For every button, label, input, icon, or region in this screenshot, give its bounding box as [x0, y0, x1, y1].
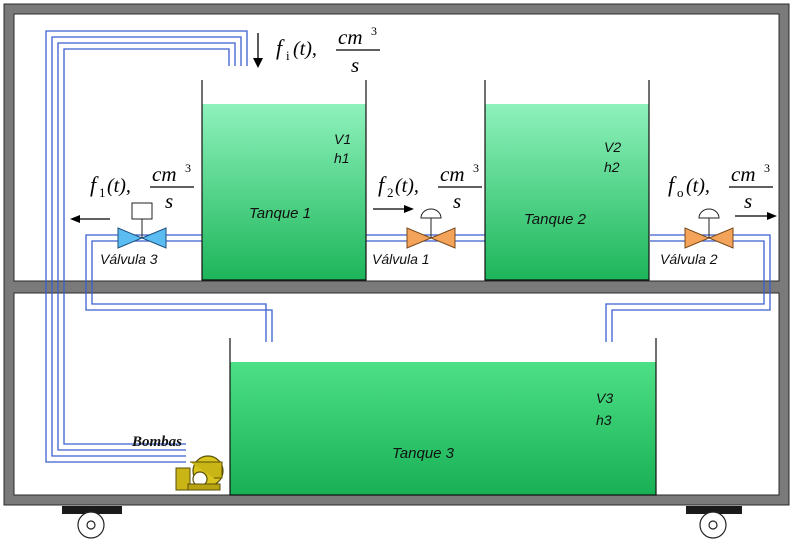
flow-label-fo: f o (t), cm 3 s	[668, 161, 773, 213]
valve-3-label: Válvula 3	[100, 251, 158, 267]
svg-text:f: f	[378, 172, 387, 197]
tank-1-height: h1	[334, 150, 350, 166]
flow-label-f1: f 1 (t), cm 3 s	[90, 161, 194, 213]
svg-text:s: s	[744, 189, 752, 213]
tank-3-label: Tanque 3	[392, 445, 455, 462]
valve-1-label: Válvula 1	[372, 251, 430, 267]
svg-text:3: 3	[473, 161, 479, 175]
tank-3: V3 h3 Tanque 3	[229, 338, 657, 496]
svg-text:3: 3	[764, 161, 770, 175]
valve-3[interactable]	[117, 202, 167, 249]
svg-text:(t),: (t),	[395, 175, 419, 197]
svg-text:(t),: (t),	[686, 175, 710, 197]
wheel-left	[62, 506, 122, 539]
svg-text:s: s	[453, 189, 461, 213]
svg-text:o: o	[677, 185, 684, 200]
valve-2[interactable]	[684, 208, 734, 249]
valve-2-label: Válvula 2	[660, 251, 718, 267]
tank-2: V2 h2 Tanque 2	[484, 80, 650, 281]
tank-1-label: Tanque 1	[249, 205, 311, 222]
svg-text:(t),: (t),	[293, 38, 317, 60]
valve-1[interactable]	[406, 208, 456, 249]
svg-text:2: 2	[387, 185, 394, 200]
flow-label-f2: f 2 (t), cm 3 s	[378, 161, 482, 213]
tank-2-label: Tanque 2	[524, 211, 587, 228]
svg-text:cm: cm	[338, 25, 363, 49]
svg-text:cm: cm	[152, 162, 177, 186]
svg-text:3: 3	[371, 24, 377, 38]
wheel-right	[686, 506, 742, 539]
flow-label-fi: f i (t), cm 3 s	[276, 24, 380, 77]
svg-text:s: s	[351, 53, 359, 77]
svg-text:3: 3	[185, 161, 191, 175]
tank-2-height: h2	[604, 159, 620, 175]
svg-text:1: 1	[99, 185, 106, 200]
svg-text:i: i	[286, 48, 290, 63]
svg-text:cm: cm	[731, 162, 756, 186]
svg-text:f: f	[276, 35, 285, 60]
flow-arrows	[70, 33, 777, 223]
svg-text:(t),: (t),	[107, 175, 131, 197]
tank-3-height: h3	[596, 412, 612, 428]
tank-3-volume: V3	[596, 390, 613, 406]
tank-1-volume: V1	[334, 131, 351, 147]
tank-2-volume: V2	[604, 139, 621, 155]
svg-text:s: s	[165, 189, 173, 213]
svg-text:cm: cm	[440, 162, 465, 186]
pump-icon[interactable]	[175, 455, 224, 491]
tank-1: V1 h1 Tanque 1	[201, 80, 367, 281]
pump-label: Bombas	[131, 434, 182, 450]
svg-text:f: f	[668, 172, 677, 197]
svg-text:f: f	[90, 172, 99, 197]
